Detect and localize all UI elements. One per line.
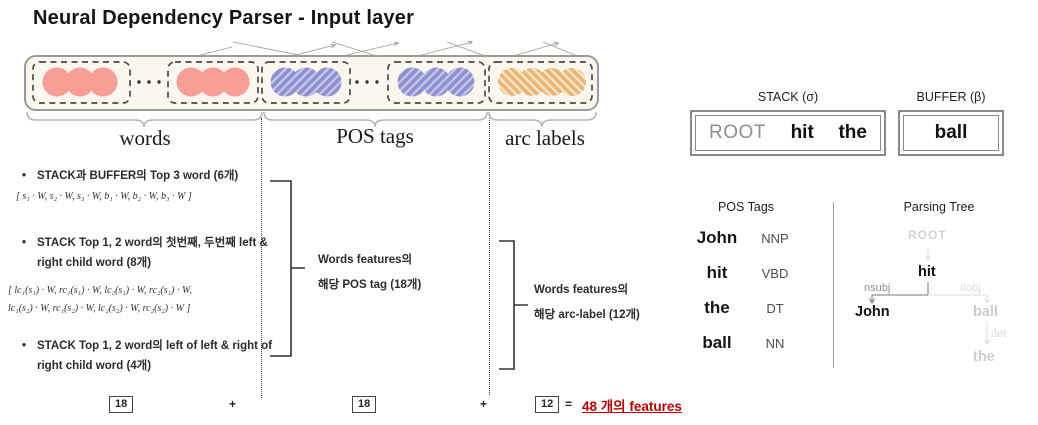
plus-sign-1: + xyxy=(229,397,237,411)
tree-node-root: ROOT xyxy=(908,228,947,242)
word-feature-count-box: 18 xyxy=(109,396,134,413)
tree-edge-det: det xyxy=(991,328,1007,340)
buffer-title: BUFFER (β) xyxy=(916,90,986,104)
feature-group-boxes xyxy=(32,61,593,104)
arc-callout: Words features의 해당 arc-label (12개) xyxy=(534,278,640,328)
tree-node-hit: hit xyxy=(918,264,936,280)
plus-sign-2: + xyxy=(480,397,488,411)
input-layer-band xyxy=(0,30,620,130)
arc-feature-count-box: 12 xyxy=(535,396,560,413)
total-features-text: 48 개의 features xyxy=(582,399,682,414)
buffer-item-ball: ball xyxy=(934,122,968,143)
bullet-top3-words-label: STACK과 BUFFER의 Top 3 word (6개) xyxy=(37,170,239,182)
bullet-child-words: • STACK Top 1, 2 word의 첫번째, 두번째 left & r… xyxy=(10,233,277,273)
parsing-tree-panel: Parsing Tree ROOT hit nsubj dobj John ba… xyxy=(840,200,1038,372)
bullet-dot: • xyxy=(22,340,27,352)
arc-label-embedding-circles xyxy=(498,68,586,96)
stack-box: ROOT hit the xyxy=(690,110,886,156)
parsing-tree-title: Parsing Tree xyxy=(903,200,975,214)
pos-row-the: the DT xyxy=(688,298,804,318)
stack-title: STACK (σ) xyxy=(757,90,819,104)
formula-child-words-line2: lc₁(s₂) · W, rc₁(s₂) · W, lc₂(s₂) · W, r… xyxy=(8,303,191,314)
arc-callout-line2: 해당 arc-label (12개) xyxy=(534,309,640,321)
pos-row-ball: ball NN xyxy=(688,333,804,353)
pos-word: hit xyxy=(706,263,728,282)
formula-child-words-line1: [ lc₁(s₁) · W, rc₁(s₁) · W, lc₂(s₁) · W,… xyxy=(8,285,192,296)
dotted-divider-words-pos xyxy=(261,118,262,398)
pos-feature-count-box: 18 xyxy=(352,396,377,413)
bullet-dot: • xyxy=(22,170,27,182)
section-underbraces xyxy=(26,111,597,128)
formula-top3-words: [ s₁ · W, s₂ · W, s₃ · W, b₁ · W, b₂ · W… xyxy=(16,191,192,202)
page-title: Neural Dependency Parser - Input layer xyxy=(33,7,415,29)
bullet-child-words-label: STACK Top 1, 2 word의 첫번째, 두번째 left & rig… xyxy=(37,237,268,269)
pos-tag: NNP xyxy=(761,231,789,246)
tree-node-ball: ball xyxy=(973,304,998,320)
tree-edge-dobj: dobj xyxy=(960,282,981,294)
dotted-divider-pos-arc xyxy=(489,118,490,395)
pos-row-hit: hit VBD xyxy=(688,263,804,283)
input-layer-band-graphic xyxy=(24,30,599,128)
pos-word: the xyxy=(704,298,730,317)
arc-callout-line1: Words features의 xyxy=(534,284,629,296)
tree-node-john: John xyxy=(855,304,890,320)
pos-tags-title: POS Tags xyxy=(717,200,775,214)
pos-callout-line1: Words features의 xyxy=(318,254,413,266)
bullet-grandchild-words-label: STACK Top 1, 2 word의 left of left & righ… xyxy=(37,340,273,372)
panel-separator xyxy=(833,202,835,368)
stack-item-hit: hit xyxy=(790,122,814,143)
bullet-dot: • xyxy=(22,237,27,249)
pos-callout-line2: 해당 POS tag (18개) xyxy=(318,279,422,291)
pos-word: ball xyxy=(702,333,732,352)
section-label-arc-labels: arc labels xyxy=(505,126,585,150)
tree-edge-nsubj: nsubj xyxy=(864,282,891,294)
pos-tag: DT xyxy=(766,301,784,316)
pos-callout: Words features의 해당 POS tag (18개) xyxy=(318,248,421,298)
bracket-words-to-pos xyxy=(270,180,305,357)
pos-tag: NN xyxy=(765,336,785,351)
buffer-box: ball xyxy=(898,110,1004,156)
pos-word: John xyxy=(696,228,738,247)
pos-embedding-circles xyxy=(270,67,475,97)
section-label-pos-tags: POS tags xyxy=(336,124,414,148)
ellipsis-dots xyxy=(137,80,379,84)
word-embedding-circles xyxy=(42,67,250,97)
stack-item-the: the xyxy=(838,122,867,143)
section-label-words: words xyxy=(119,126,171,150)
pos-row-john: John NNP xyxy=(688,228,804,248)
bullet-grandchild-words: • STACK Top 1, 2 word의 left of left & ri… xyxy=(10,336,277,376)
stack-item-root: ROOT xyxy=(709,122,766,143)
bracket-pos-to-arc xyxy=(499,240,528,370)
pos-tag: VBD xyxy=(761,266,789,281)
pos-tags-panel: POS Tags John NNP hit VBD the DT ball NN xyxy=(688,200,804,368)
parsing-tree-edges xyxy=(840,248,1038,372)
equals-sign: = xyxy=(565,397,573,411)
tree-node-the: the xyxy=(973,349,995,365)
bullet-top3-words: • STACK과 BUFFER의 Top 3 word (6개) xyxy=(10,166,289,186)
